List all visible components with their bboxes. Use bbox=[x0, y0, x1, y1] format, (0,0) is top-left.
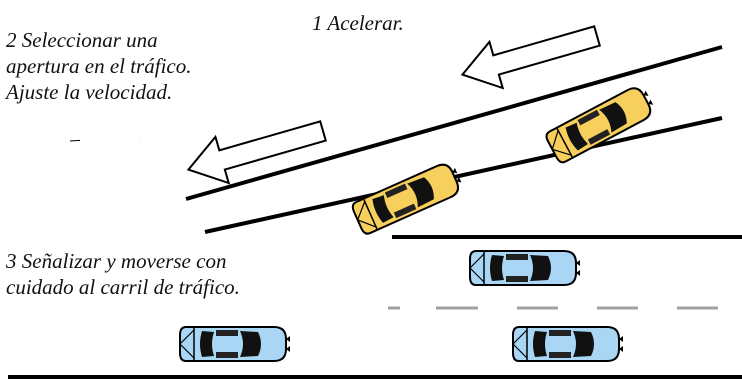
step-3-label: 3 Señalizar y moverse con cuidado al car… bbox=[6, 248, 240, 300]
step-2-line-2: apertura en el tráfico. bbox=[6, 54, 192, 78]
step-2-line-3: Ajuste la velocidad. bbox=[6, 80, 173, 104]
yellow-car-icon bbox=[349, 158, 467, 237]
blue-car-icon bbox=[469, 250, 581, 286]
yellow-car-icon bbox=[543, 81, 659, 166]
step-1-label: 1 Acelerar. bbox=[312, 10, 404, 36]
ramp-lower-edge bbox=[204, 116, 723, 234]
step-2-line-1: 2 Seleccionar una bbox=[6, 28, 158, 52]
step-3-line-1: 3 Señalizar y moverse con bbox=[6, 249, 227, 273]
step-3-line-2: cuidado al carril de tráfico. bbox=[6, 275, 240, 299]
step-1-text: 1 Acelerar. bbox=[312, 11, 404, 35]
ramp-edge-fragment bbox=[69, 136, 141, 142]
blue-car-icon bbox=[512, 326, 624, 362]
blue-car-icon bbox=[179, 326, 291, 362]
ramp-upper-edge bbox=[185, 45, 723, 201]
step-2-label: 2 Seleccionar una apertura en el tráfico… bbox=[6, 27, 191, 105]
